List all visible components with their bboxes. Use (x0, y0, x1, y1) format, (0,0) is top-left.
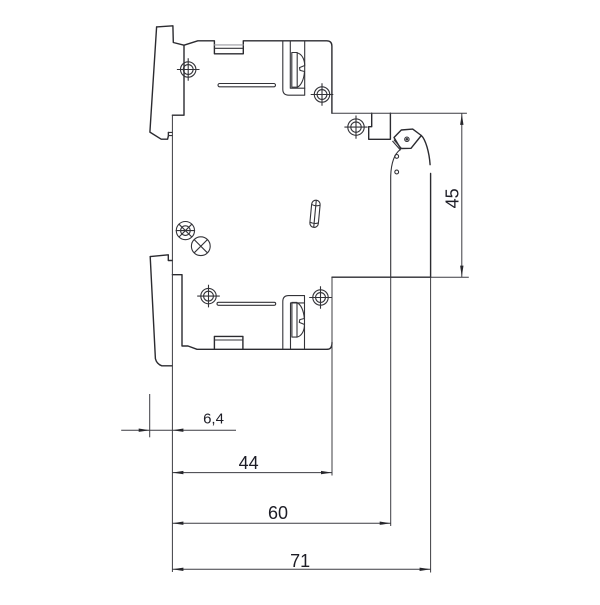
svg-text:45: 45 (443, 188, 463, 208)
svg-text:71: 71 (290, 551, 310, 571)
svg-text:44: 44 (239, 453, 259, 473)
svg-text:60: 60 (268, 503, 288, 523)
svg-text:6,4: 6,4 (203, 411, 224, 428)
